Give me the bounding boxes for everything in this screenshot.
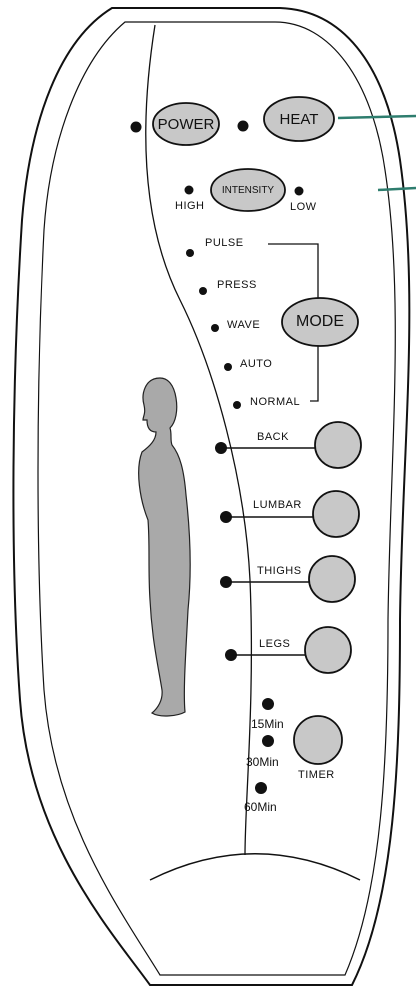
zone-label-back: BACK — [257, 432, 289, 443]
timer-label: TIMER — [298, 770, 335, 781]
zone-label-thighs: THIGHS — [257, 566, 302, 577]
lumbar-button-shape[interactable] — [313, 491, 359, 537]
timer-60-indicator-dot — [255, 782, 267, 794]
power-button-label: POWER — [158, 116, 215, 133]
mode-label-wave: WAVE — [227, 320, 260, 331]
timer-15-indicator-dot — [262, 698, 274, 710]
timer-button-shape[interactable] — [294, 716, 342, 764]
timer-option-15: 15Min — [251, 718, 284, 730]
wave-indicator-dot — [211, 324, 219, 332]
mode-label-normal: NORMAL — [250, 397, 300, 408]
heat-button-label: HEAT — [280, 111, 319, 128]
power-indicator-dot — [131, 122, 142, 133]
thighs-button-shape[interactable] — [309, 556, 355, 602]
pulse-indicator-dot — [186, 249, 194, 257]
high-indicator-dot — [185, 186, 194, 195]
heat-indicator-dot — [238, 121, 249, 132]
intensity-button[interactable]: INTENSITY — [211, 180, 285, 200]
timer-option-30: 30Min — [246, 756, 279, 768]
auto-indicator-dot — [224, 363, 232, 371]
low-label: LOW — [290, 202, 317, 213]
low-indicator-dot — [295, 187, 304, 196]
press-indicator-dot — [199, 287, 207, 295]
back-button-shape[interactable] — [315, 422, 361, 468]
mode-button[interactable]: MODE — [282, 308, 358, 336]
zone-label-lumbar: LUMBAR — [253, 500, 302, 511]
zone-label-legs: LEGS — [259, 639, 290, 650]
power-button[interactable]: POWER — [153, 110, 219, 138]
mode-label-pulse: PULSE — [205, 238, 244, 249]
mode-label-auto: AUTO — [240, 359, 272, 370]
legs-button-shape[interactable] — [305, 627, 351, 673]
high-label: HIGH — [175, 201, 205, 212]
timer-option-60: 60Min — [244, 801, 277, 813]
timer-30-indicator-dot — [262, 735, 274, 747]
intensity-button-label: INTENSITY — [222, 185, 274, 196]
normal-indicator-dot — [233, 401, 241, 409]
mode-label-press: PRESS — [217, 280, 257, 291]
mode-button-label: MODE — [296, 313, 344, 331]
heat-button[interactable]: HEAT — [264, 105, 334, 133]
